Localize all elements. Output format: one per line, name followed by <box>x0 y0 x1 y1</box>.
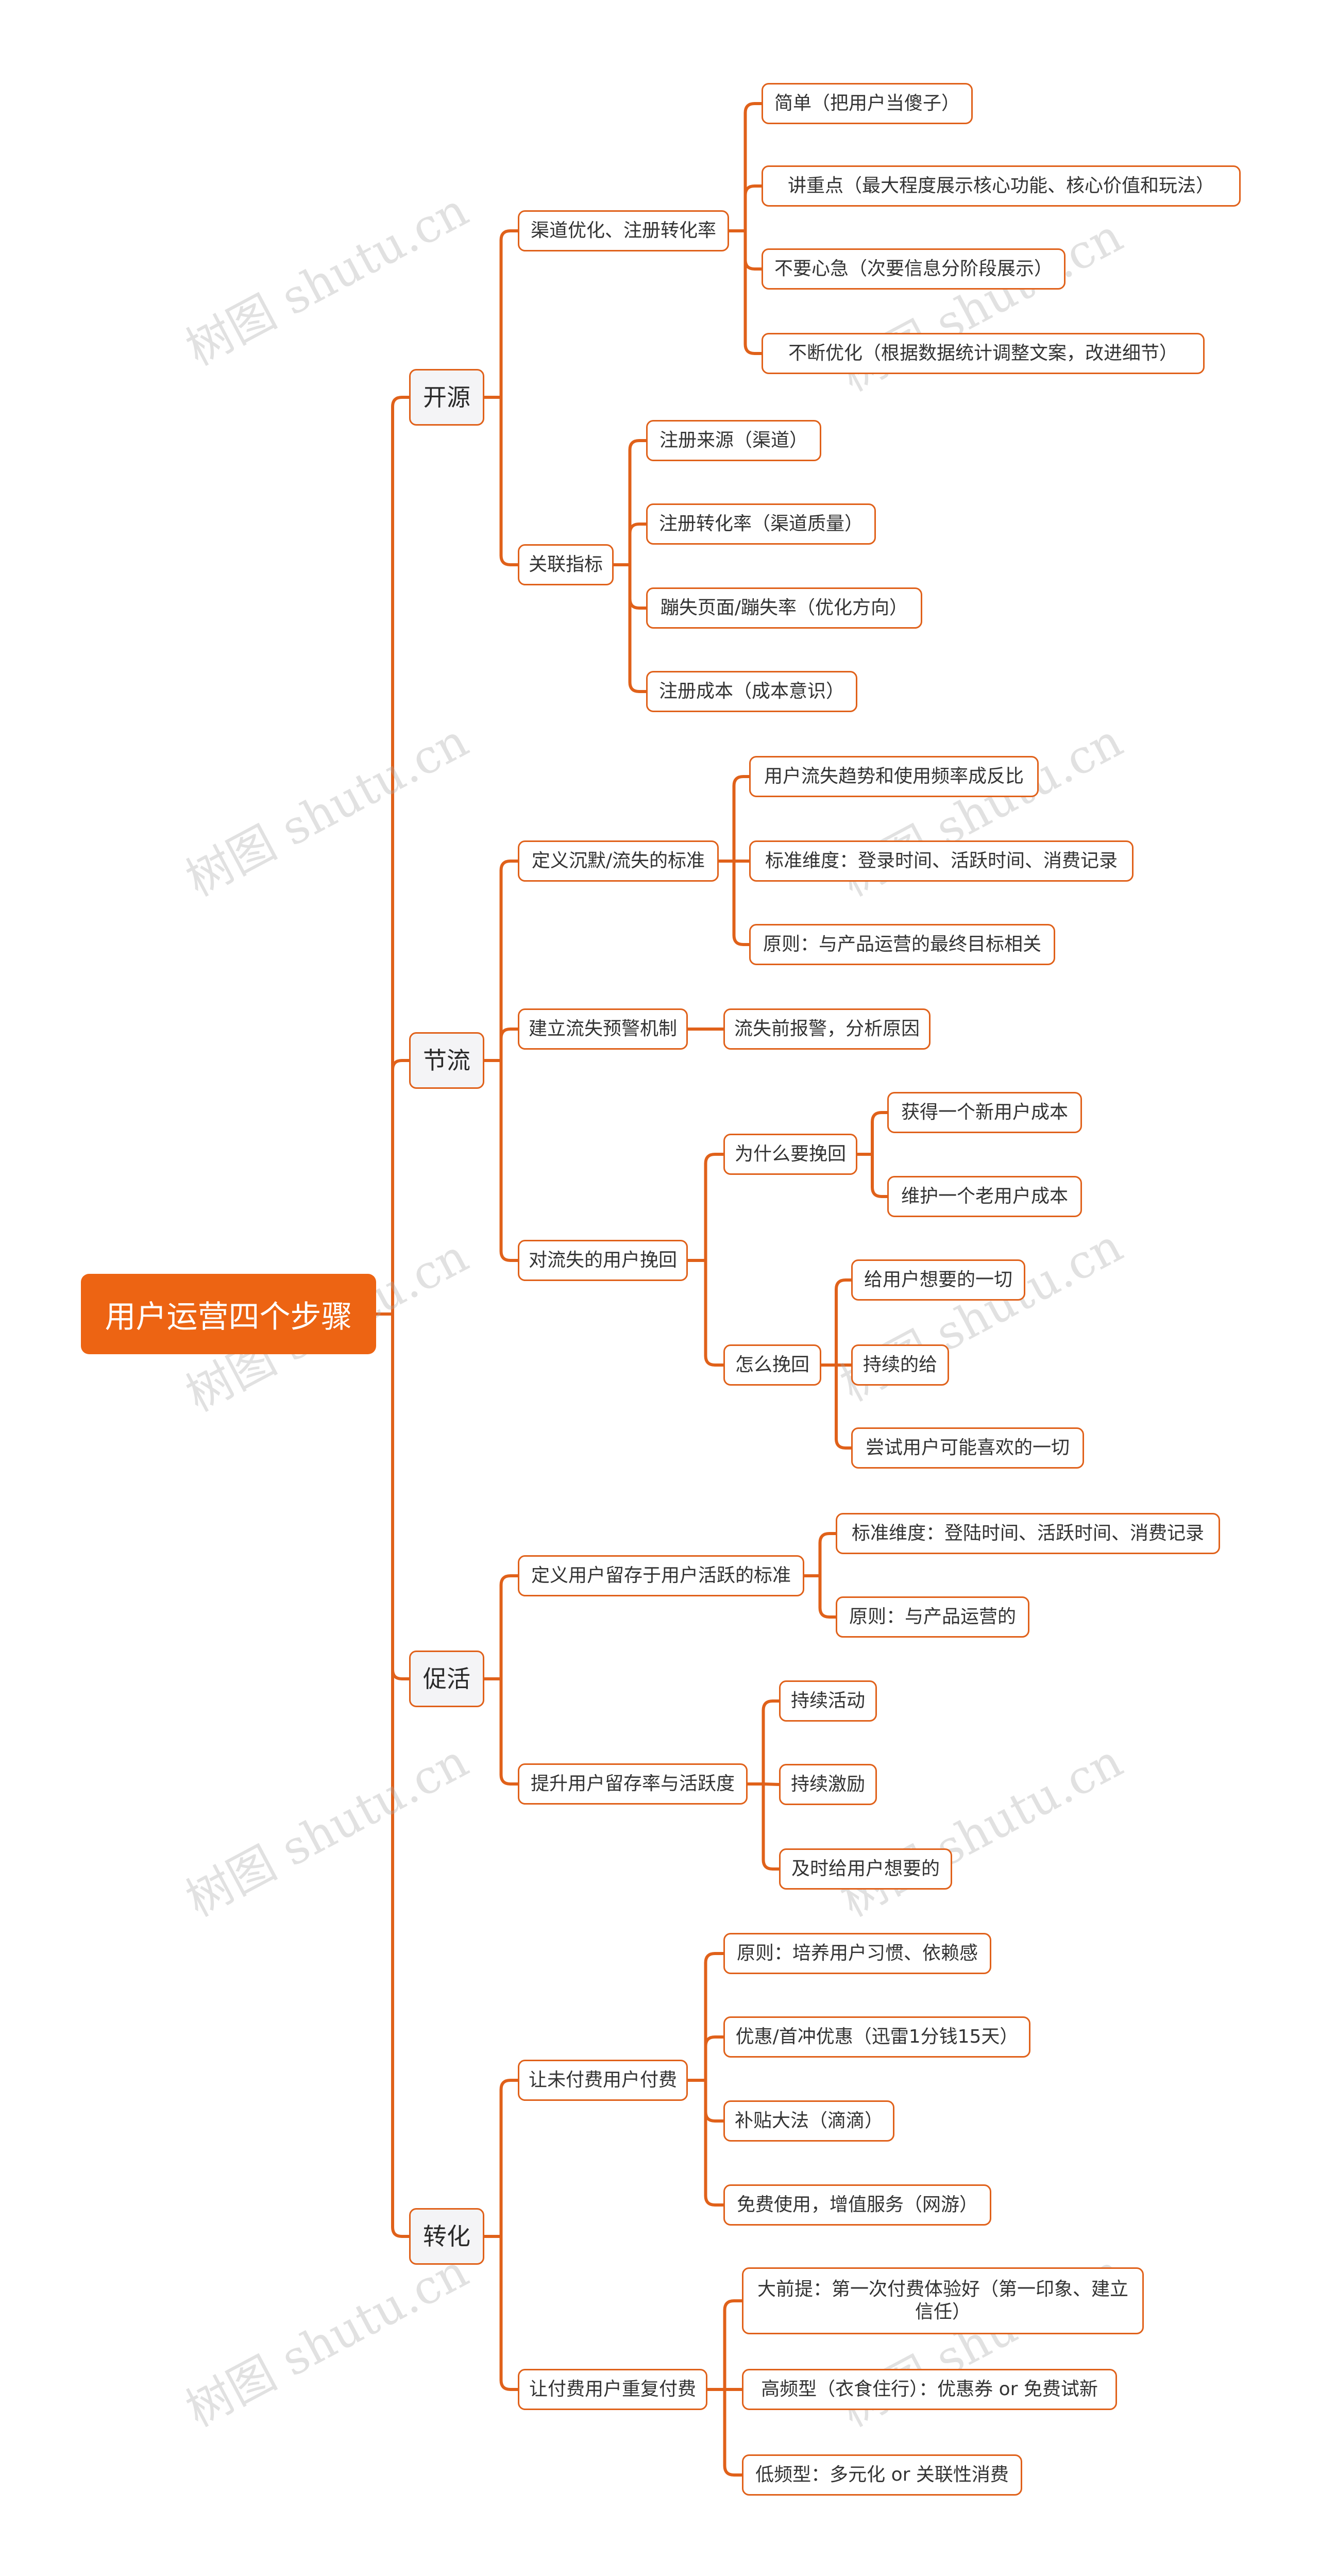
connector-line <box>835 1365 851 1450</box>
branch-jieliu[interactable]: 节流 <box>409 1032 484 1089</box>
connector-line <box>835 1278 851 1365</box>
connector-line <box>499 397 518 566</box>
node-churn-warning[interactable]: 建立流失预警机制 <box>518 1008 688 1050</box>
leaf-continuous-incentives[interactable]: 持续激励 <box>779 1764 877 1805</box>
connector-line <box>732 775 749 861</box>
leaf-give-everything[interactable]: 给用户想要的一切 <box>851 1259 1025 1301</box>
leaf-reg-cost[interactable]: 注册成本（成本意识） <box>646 671 857 712</box>
connector-line <box>818 1532 836 1576</box>
leaf-old-user-cost[interactable]: 维护一个老用户成本 <box>887 1176 1082 1217</box>
connector-line <box>871 1154 887 1198</box>
connector-line <box>704 2080 723 2207</box>
connector-line <box>391 1314 409 1680</box>
connector-line <box>723 2389 742 2477</box>
connector-line <box>628 439 646 565</box>
connector-line <box>704 2035 723 2080</box>
connector-line <box>391 396 409 1314</box>
leaf-bounce-rate[interactable]: 蹦失页面/蹦失率（优化方向） <box>646 587 922 629</box>
leaf-new-user-cost[interactable]: 获得一个新用户成本 <box>887 1092 1082 1133</box>
node-define-churn[interactable]: 定义沉默/流失的标准 <box>518 840 719 882</box>
connector-line <box>391 1314 409 2238</box>
leaf-reg-conversion[interactable]: 注册转化率（渠道质量） <box>646 503 876 545</box>
leaf-churn-alarm[interactable]: 流失前报警，分析原因 <box>723 1008 931 1050</box>
connector-line <box>499 1679 518 1786</box>
connector-line <box>499 2236 518 2391</box>
leaf-churn-dimensions[interactable]: 标准维度：登录时间、活跃时间、消费记录 <box>749 840 1134 882</box>
leaf-habit-principle[interactable]: 原则：培养用户习惯、依赖感 <box>723 1933 991 1974</box>
leaf-first-experience[interactable]: 大前提：第一次付费体验好（第一印象、建立信任） <box>742 2267 1144 2334</box>
connector-line <box>704 1153 723 1260</box>
leaf-timely-give[interactable]: 及时给用户想要的 <box>779 1848 952 1890</box>
connector-line <box>499 2079 518 2236</box>
connector-line <box>628 565 646 610</box>
leaf-churn-principle[interactable]: 原则：与产品运营的最终目标相关 <box>749 924 1055 965</box>
connector-line <box>499 860 518 1060</box>
leaf-retention-dimensions[interactable]: 标准维度：登陆时间、活跃时间、消费记录 <box>836 1513 1220 1554</box>
connector-line <box>499 1028 518 1060</box>
node-related-metrics[interactable]: 关联指标 <box>518 544 614 585</box>
leaf-continuous-activities[interactable]: 持续活动 <box>779 1680 877 1722</box>
connector-line <box>732 861 749 946</box>
connector-line <box>391 1059 409 1314</box>
node-how-recover[interactable]: 怎么挽回 <box>723 1344 821 1386</box>
connector-line <box>704 2080 723 2123</box>
leaf-retention-principle[interactable]: 原则：与产品运营的 <box>836 1596 1029 1638</box>
leaf-keep-optimizing[interactable]: 不断优化（根据数据统计调整文案，改进细节） <box>762 333 1205 374</box>
connector-line <box>704 1260 723 1367</box>
node-convert-free-users[interactable]: 让未付费用户付费 <box>518 2060 688 2101</box>
node-define-retention[interactable]: 定义用户留存于用户活跃的标准 <box>518 1555 804 1596</box>
branch-kaiyuan[interactable]: 开源 <box>409 369 484 426</box>
leaf-reg-source[interactable]: 注册来源（渠道） <box>646 420 821 461</box>
connector-line <box>628 523 646 565</box>
connector-line <box>743 184 762 231</box>
connector-line <box>743 231 762 355</box>
connector-line <box>762 1699 779 1784</box>
node-churn-recovery[interactable]: 对流失的用户挽回 <box>518 1240 688 1281</box>
node-channel-optimization[interactable]: 渠道优化、注册转化率 <box>518 210 729 251</box>
connector-line <box>723 2299 742 2389</box>
connector-line <box>499 229 518 397</box>
branch-cuhuo[interactable]: 促活 <box>409 1651 484 1707</box>
leaf-high-frequency[interactable]: 高频型（衣食住行）：优惠券 or 免费试新 <box>742 2369 1117 2410</box>
leaf-freemium[interactable]: 免费使用，增值服务（网游） <box>723 2184 991 2226</box>
connector-line <box>704 1952 723 2080</box>
node-improve-retention[interactable]: 提升用户留存率与活跃度 <box>518 1763 748 1805</box>
branch-zhuanhua[interactable]: 转化 <box>409 2208 484 2265</box>
node-repeat-payment[interactable]: 让付费用户重复付费 <box>518 2369 707 2410</box>
leaf-churn-trend[interactable]: 用户流失趋势和使用频率成反比 <box>749 756 1039 797</box>
root-node[interactable]: 用户运营四个步骤 <box>81 1274 376 1354</box>
node-why-recover[interactable]: 为什么要挽回 <box>723 1134 857 1175</box>
connector-line <box>499 1060 518 1262</box>
connector-line <box>871 1111 887 1154</box>
leaf-low-frequency[interactable]: 低频型：多元化 or 关联性消费 <box>742 2454 1022 2496</box>
connector-line <box>499 1574 518 1679</box>
leaf-subsidy[interactable]: 补贴大法（滴滴） <box>723 2100 894 2142</box>
leaf-no-hurry[interactable]: 不要心急（次要信息分阶段展示） <box>762 248 1066 290</box>
connector-line <box>628 565 646 693</box>
connector-line <box>743 102 762 231</box>
leaf-simple[interactable]: 简单（把用户当傻子） <box>762 83 973 124</box>
connector-line <box>818 1576 836 1619</box>
leaf-first-discount[interactable]: 优惠/首冲优惠（迅雷1分钱15天） <box>723 2016 1030 2058</box>
connector-line <box>762 1784 779 1871</box>
connector-line <box>743 231 762 271</box>
leaf-try-everything[interactable]: 尝试用户可能喜欢的一切 <box>851 1427 1084 1469</box>
leaf-keep-giving[interactable]: 持续的给 <box>851 1344 949 1386</box>
leaf-key-points[interactable]: 讲重点（最大程度展示核心功能、核心价值和玩法） <box>762 165 1241 207</box>
